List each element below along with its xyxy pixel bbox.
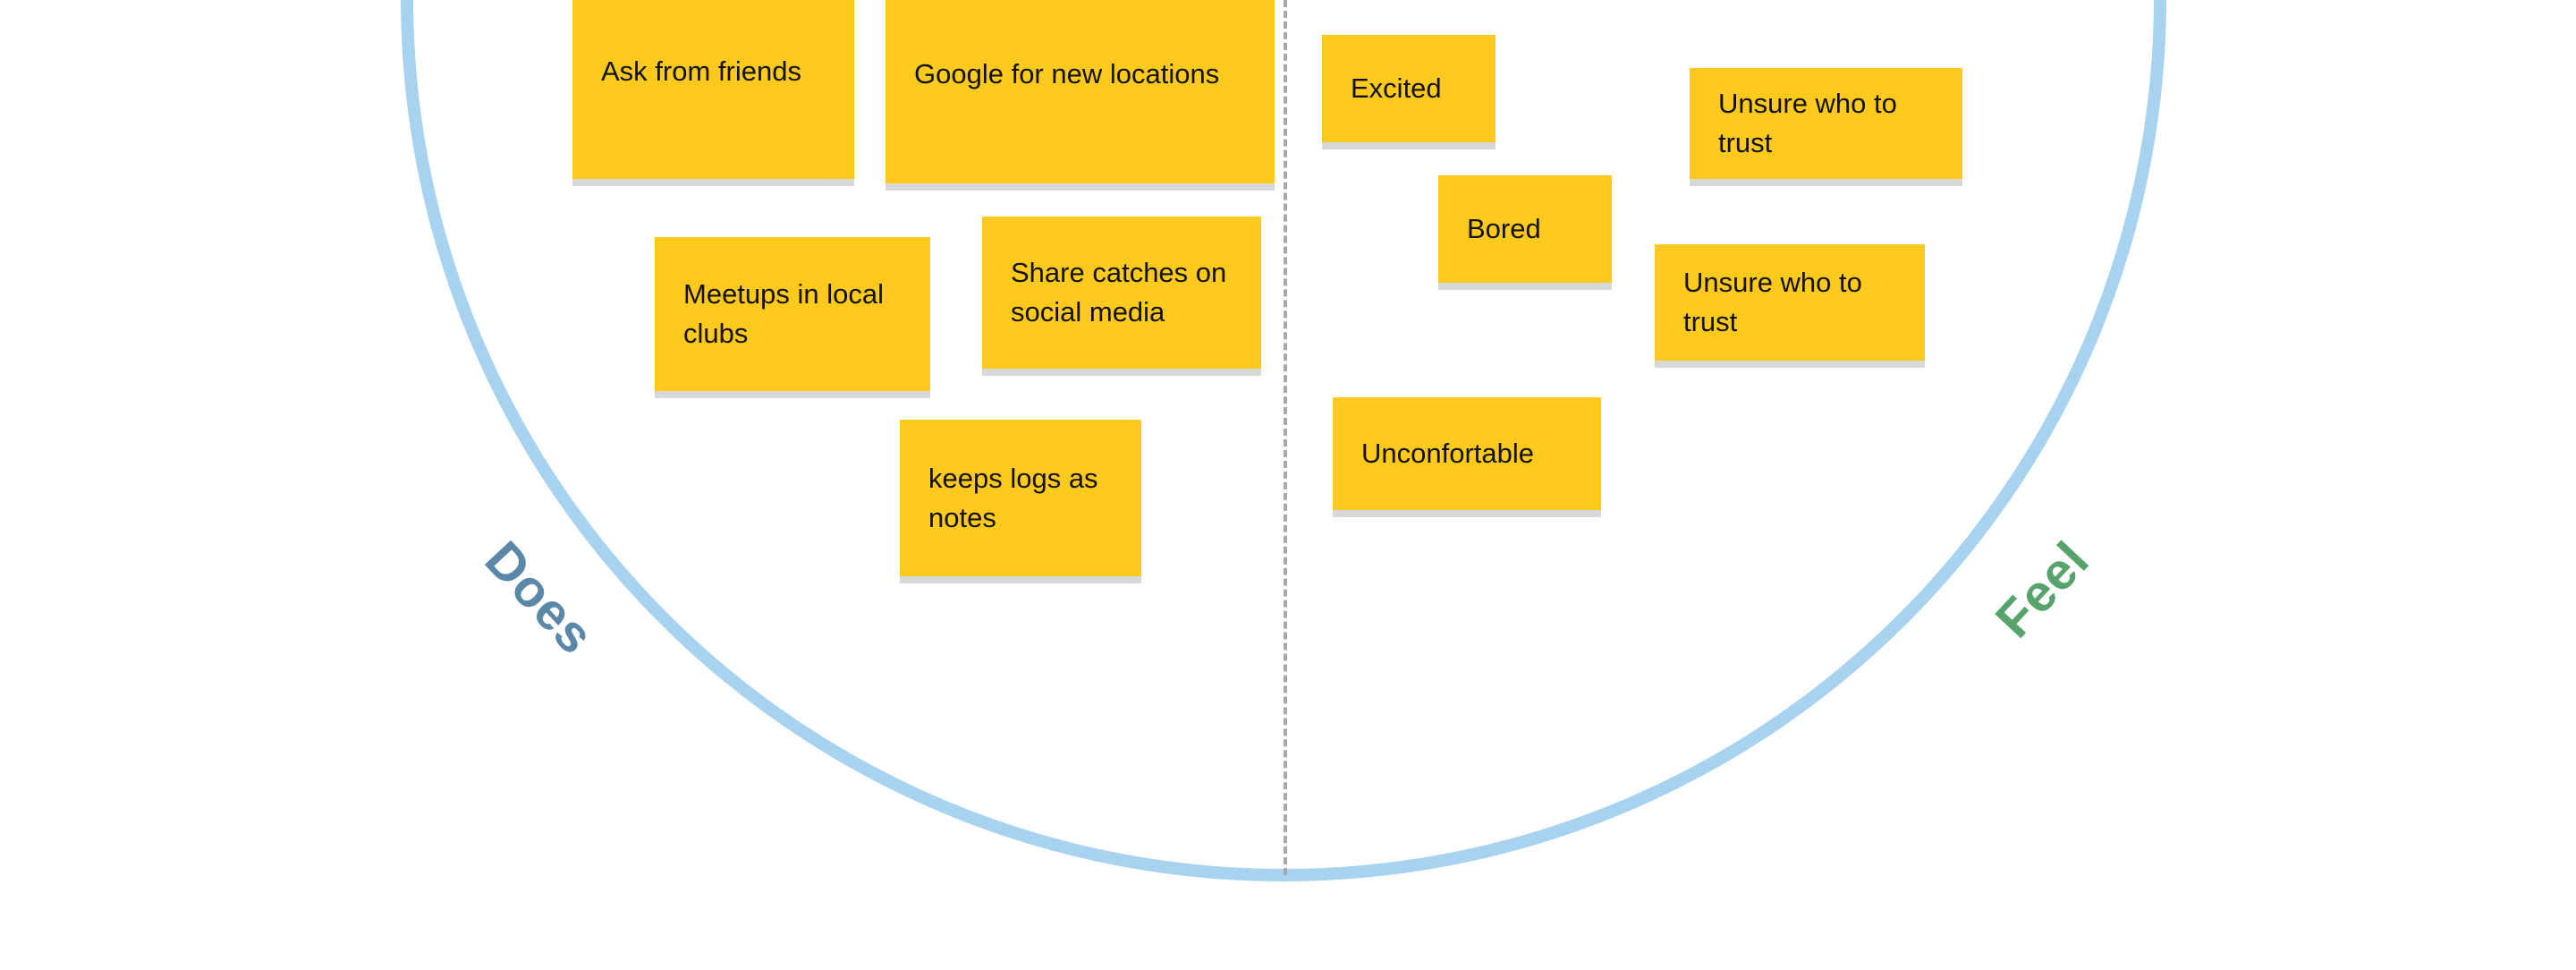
sticky-note-text: Google for new locations bbox=[914, 57, 1220, 89]
quadrant-divider bbox=[1284, 0, 1287, 875]
sticky-note-text: Unsure who to trust bbox=[1683, 266, 1862, 337]
sticky-note-text: Share catches on social media bbox=[1011, 256, 1227, 328]
sticky-note-text: Excited bbox=[1351, 72, 1442, 104]
sticky-note[interactable]: Share catches on social media bbox=[982, 217, 1261, 369]
sticky-note-text: Unsure who to trust bbox=[1718, 87, 1897, 158]
sticky-note[interactable]: Bored bbox=[1438, 175, 1612, 283]
sticky-note[interactable]: Unconfortable bbox=[1333, 397, 1601, 510]
sticky-note[interactable]: Unsure who to trust bbox=[1655, 244, 1925, 361]
sticky-note-text: keeps logs as notes bbox=[928, 462, 1098, 533]
sticky-note[interactable]: Google for new locations bbox=[886, 0, 1275, 183]
sticky-note-text: Bored bbox=[1467, 212, 1541, 244]
sticky-note-text: Ask from friends bbox=[601, 55, 801, 87]
sticky-note[interactable]: Ask from friends bbox=[572, 0, 854, 179]
sticky-note[interactable]: Excited bbox=[1322, 35, 1496, 142]
sticky-note-text: Unconfortable bbox=[1361, 437, 1535, 469]
quadrant-label-feel: Feel bbox=[1984, 530, 2101, 650]
quadrant-label-does: Does bbox=[473, 530, 606, 666]
sticky-note[interactable]: Unsure who to trust bbox=[1690, 68, 1962, 179]
sticky-note-text: Meetups in local clubs bbox=[683, 277, 885, 349]
sticky-note[interactable]: Meetups in local clubs bbox=[655, 237, 930, 391]
sticky-note[interactable]: keeps logs as notes bbox=[900, 420, 1141, 576]
